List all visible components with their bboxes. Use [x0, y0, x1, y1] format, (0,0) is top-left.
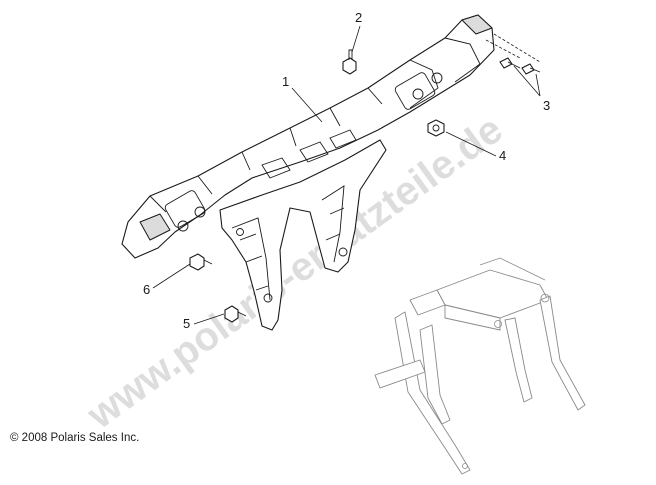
callout-5: 5 [183, 316, 190, 331]
callout-6: 6 [143, 282, 150, 297]
front-rack-assembly [121, 14, 495, 259]
callout-1: 1 [282, 74, 289, 89]
nut-part-4 [427, 119, 445, 137]
callout-4: 4 [499, 148, 506, 163]
copyright-notice: © 2008 Polaris Sales Inc. [10, 432, 140, 444]
callout-2: 2 [355, 10, 362, 25]
bolt-part-6 [189, 253, 213, 271]
callout-3: 3 [543, 98, 550, 113]
screws-part-3 [499, 57, 541, 75]
bolt-part-2 [342, 49, 357, 75]
leader-lines [152, 25, 541, 325]
bolt-part-5 [224, 305, 247, 323]
rack-lower-skid [219, 139, 387, 331]
reference-frame-ghost [374, 257, 586, 475]
